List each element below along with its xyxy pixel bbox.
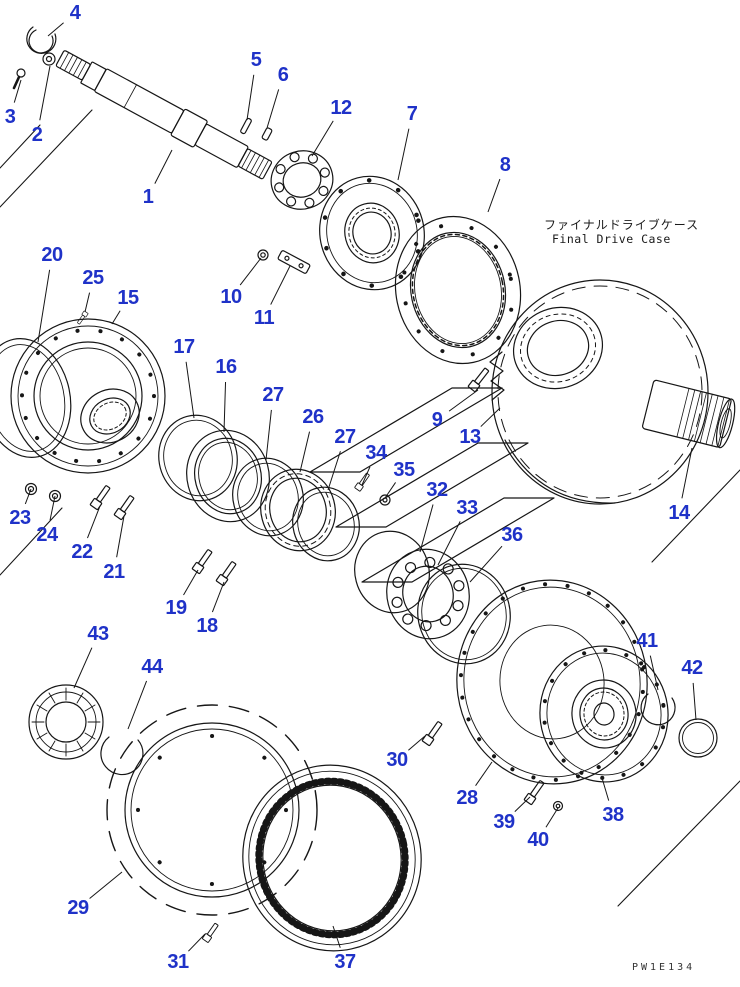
part-ring-33 [354,530,430,614]
callout-37: 37 [334,951,356,973]
part-bolt-30 [421,719,445,747]
part-ring-gear-37 [242,764,422,952]
part-screw-3 [12,68,26,90]
title-japanese: ファイナルドライブケース [544,218,700,232]
part-screw-25 [76,310,89,326]
part-bearing-12 [270,150,334,210]
part-washer-24 [48,489,62,503]
part-snap-ring-41 [640,693,676,726]
part-washer-40 [552,800,564,812]
callout-17: 17 [173,336,195,358]
callout-5: 5 [250,49,262,71]
part-bolt-21 [113,493,137,521]
callout-36: 36 [501,524,523,546]
callout-32: 32 [426,479,448,501]
callout-14: 14 [668,502,690,524]
part-ring-36 [417,563,511,665]
callout-35: 35 [393,459,415,481]
part-hub-15 [10,318,166,474]
callout-26: 26 [302,406,324,428]
callout-19: 19 [165,597,187,619]
part-snap-ring-4 [26,26,57,54]
callout-24: 24 [36,524,58,546]
callout-29: 29 [67,897,89,919]
section-lines [0,109,740,907]
callout-42: 42 [681,657,703,679]
part-bolt-34 [354,471,372,492]
part-bearing-cup-16 [186,429,270,523]
part-plate-11 [277,250,311,274]
callout-40: 40 [527,829,549,851]
part-bolt-31 [201,921,221,944]
part-washer-23 [24,482,38,496]
callout-30: 30 [386,749,408,771]
callout-27: 27 [262,384,284,406]
part-snap-ring-44 [100,736,144,776]
callout-10: 10 [220,286,242,308]
final-drive-case [489,279,736,505]
callout-15: 15 [117,287,139,309]
part-bearing-32 [386,548,470,640]
callout-7: 7 [406,103,418,125]
callout-34: 34 [365,442,387,464]
callout-21: 21 [103,561,125,583]
title-english: Final Drive Case [552,232,671,246]
part-sprocket-29 [106,704,318,916]
callout-43: 43 [87,623,109,645]
part-pin-5 [240,117,252,135]
callout-2: 2 [31,124,43,146]
part-bearing-43 [28,684,104,760]
callout-41: 41 [636,630,658,652]
part-cover-38 [539,645,669,783]
part-ring-gear-8 [394,215,522,365]
callout-28: 28 [456,787,478,809]
callout-27: 27 [334,426,356,448]
callout-6: 6 [277,64,289,86]
part-washer-2 [42,52,56,66]
callout-44: 44 [141,656,163,678]
callout-20: 20 [41,244,63,266]
callout-33: 33 [456,497,478,519]
callout-1: 1 [142,186,154,208]
callout-31: 31 [167,951,189,973]
callout-13: 13 [459,426,481,448]
part-shaft-14 [641,379,736,449]
callout-11: 11 [253,307,275,329]
drawing-code: PW1E134 [632,962,696,973]
part-bolt-22 [89,483,113,511]
callout-25: 25 [82,267,104,289]
part-bolt-19 [191,547,215,575]
callout-16: 16 [215,356,237,378]
part-ring-20 [0,338,72,458]
callout-9: 9 [431,409,443,431]
callout-22: 22 [71,541,93,563]
callout-12: 12 [330,97,352,119]
callout-23: 23 [9,507,31,529]
callout-3: 3 [4,106,16,128]
part-bolt-18 [215,559,239,587]
part-nut-10 [257,249,269,261]
part-seal-26 [260,468,336,552]
part-ring-42 [678,718,718,758]
part-shaft-1 [55,50,273,180]
callout-39: 39 [493,811,515,833]
callout-4: 4 [69,2,81,24]
callout-38: 38 [602,804,624,826]
callout-8: 8 [499,154,511,176]
callout-18: 18 [196,615,218,637]
part-flange-7 [319,175,425,291]
part-plug-6 [261,127,273,141]
